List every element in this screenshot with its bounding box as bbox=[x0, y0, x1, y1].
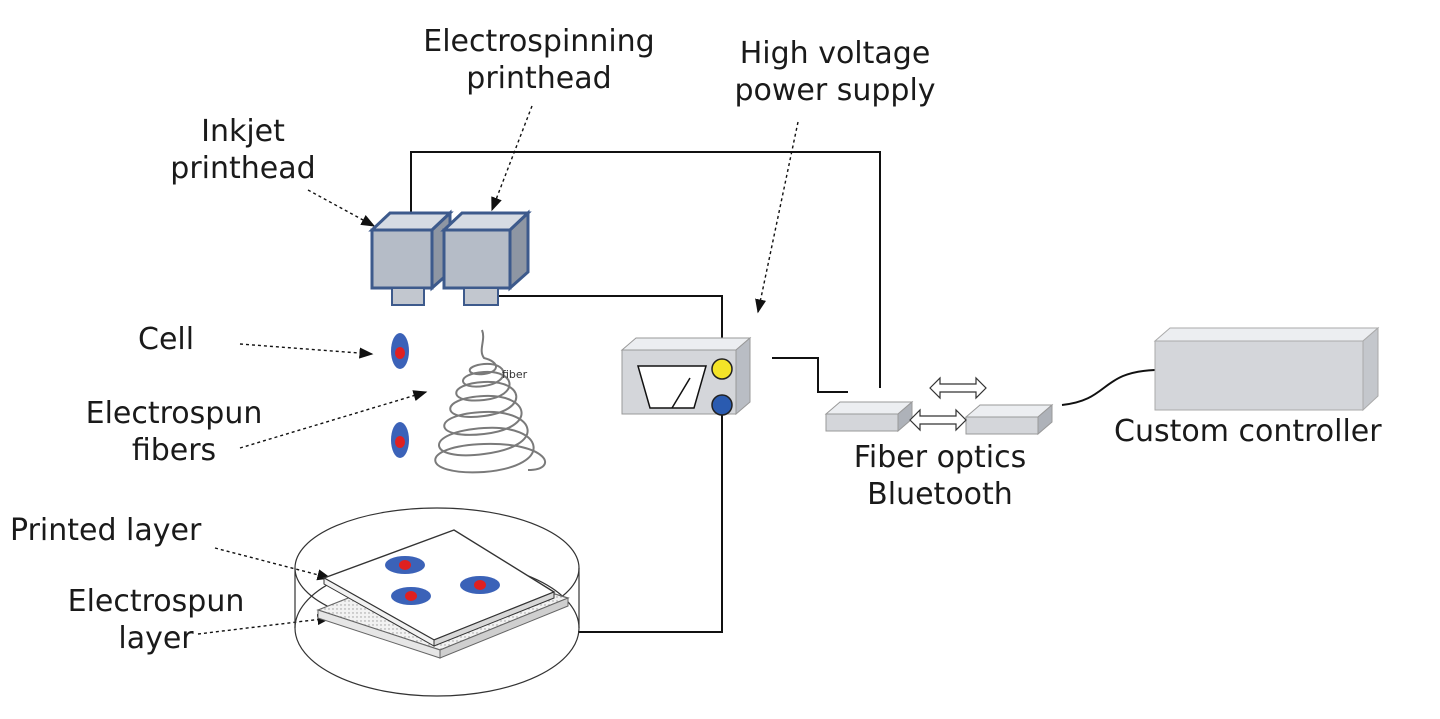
power-supply-yellow-knob bbox=[711, 358, 733, 380]
printed-layer-label: Printed layer bbox=[10, 513, 202, 548]
electrospinning-printhead-label: Electrospinning printhead bbox=[408, 24, 670, 97]
arrow-electrospun-layer bbox=[197, 613, 332, 635]
electrospun-fiber-spiral bbox=[434, 329, 547, 474]
power-supply-icon bbox=[620, 336, 752, 416]
wire-power-to-dish bbox=[578, 412, 723, 633]
inkjet-front-face bbox=[370, 228, 434, 290]
printed-cell-3 bbox=[391, 587, 431, 605]
custom-controller-icon bbox=[1153, 326, 1380, 412]
electrospinning-front-face bbox=[442, 228, 512, 290]
electrospun-fibers-line-1: Electrospun bbox=[85, 396, 263, 431]
arrow-cell bbox=[239, 343, 374, 359]
leader-arrows bbox=[197, 105, 799, 635]
arrow-power-supply bbox=[755, 121, 799, 314]
electrospun-fibers-line-2: fibers bbox=[131, 432, 217, 468]
power-supply-label: High voltage power supply bbox=[718, 36, 952, 109]
custom-controller-label: Custom controller bbox=[1114, 414, 1382, 449]
inkjet-label-line-2: printhead bbox=[170, 150, 316, 186]
inkjet-printhead-icon bbox=[368, 209, 454, 306]
fiber-optics-line: Fiber optics bbox=[853, 440, 1027, 475]
arrow-electrospinning bbox=[491, 105, 533, 212]
falling-cell-2 bbox=[391, 422, 409, 458]
wireless-arrow-icon-2 bbox=[909, 408, 967, 432]
electrospinning-label-line-2: printhead bbox=[466, 60, 612, 96]
power-supply-meter bbox=[637, 365, 707, 409]
falling-cell-1 bbox=[391, 333, 409, 369]
cell-label: Cell bbox=[138, 322, 195, 357]
power-supply-label-line-1: High voltage bbox=[739, 36, 931, 71]
printed-cell-2 bbox=[460, 576, 500, 594]
wireless-arrow-icon-1 bbox=[929, 376, 987, 400]
wire-receiver-to-controller bbox=[1061, 369, 1156, 406]
fiber-small-label: fiber bbox=[502, 368, 528, 381]
electrospinning-nozzle bbox=[463, 287, 499, 306]
electrospinning-printhead-icon bbox=[440, 209, 532, 306]
inkjet-label-line-1: Inkjet bbox=[201, 114, 285, 149]
arrow-printed-layer bbox=[214, 547, 332, 581]
arrow-inkjet bbox=[307, 189, 376, 227]
transmitter-box bbox=[824, 400, 914, 433]
wire-inkjet-to-receiver bbox=[410, 151, 881, 388]
electrospun-layer-line-1: Electrospun bbox=[67, 584, 245, 619]
inkjet-nozzle bbox=[391, 287, 425, 306]
fiber-optics-bluetooth-label: Fiber optics Bluetooth bbox=[830, 440, 1050, 513]
printed-layer-sheet bbox=[322, 529, 556, 647]
bluetooth-line: Bluetooth bbox=[867, 476, 1013, 512]
printed-cell-1 bbox=[385, 556, 425, 574]
electrospun-layer-label: Electrospun layer bbox=[56, 584, 256, 657]
electrospinning-label-line-1: Electrospinning bbox=[423, 24, 655, 59]
arrow-fibers bbox=[239, 390, 428, 449]
electrospun-fibers-label: Electrospun fibers bbox=[74, 396, 274, 469]
electrospun-layer-line-2: layer bbox=[118, 620, 194, 656]
power-supply-blue-knob bbox=[711, 394, 733, 416]
receiver-box bbox=[964, 403, 1054, 436]
power-supply-needle bbox=[671, 377, 691, 409]
power-supply-label-line-2: power supply bbox=[734, 72, 936, 108]
wire-power-to-transmitter bbox=[772, 357, 848, 393]
inkjet-printhead-label: Inkjet printhead bbox=[168, 114, 318, 187]
